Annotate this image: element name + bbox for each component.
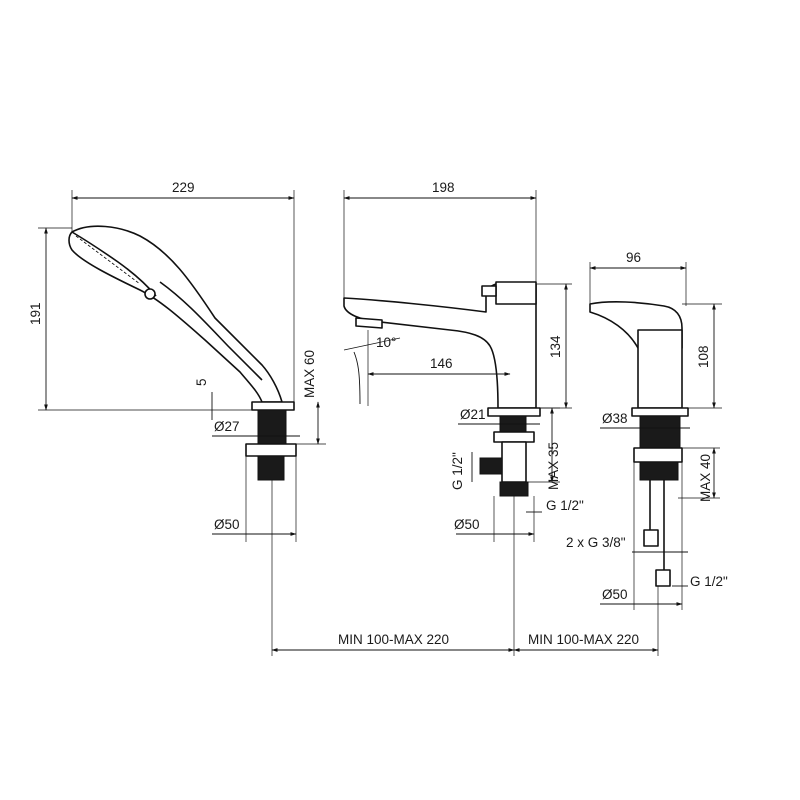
dim-g12-side-label: G 1/2" bbox=[450, 452, 465, 490]
mixer-thread bbox=[639, 461, 679, 481]
spout-side-connector bbox=[479, 457, 503, 475]
handshower-stem bbox=[257, 409, 287, 445]
spout-lever bbox=[495, 281, 537, 305]
handshower-nut bbox=[245, 443, 297, 457]
dim-d38-label: Ø38 bbox=[602, 411, 628, 426]
mixer-view bbox=[589, 301, 689, 587]
dim-max35-label: MAX 35 bbox=[546, 442, 561, 490]
dim-191-label: 191 bbox=[28, 302, 43, 325]
handshower-flange bbox=[251, 401, 295, 411]
dim-spacing-left-label: MIN 100-MAX 220 bbox=[338, 632, 449, 647]
dim-max60-label: MAX 60 bbox=[302, 350, 317, 398]
spout-nut bbox=[493, 431, 535, 443]
dim-d21-label: Ø21 bbox=[460, 407, 486, 422]
dim-2xg38-label: 2 x G 3/8" bbox=[566, 535, 626, 550]
spout-thread bbox=[499, 481, 529, 497]
dim-angle-arc bbox=[353, 351, 361, 405]
mixer-nut bbox=[633, 447, 683, 463]
handshower-view bbox=[68, 225, 297, 481]
dim-146-label: 146 bbox=[430, 356, 453, 371]
dim-d50-right-label: Ø50 bbox=[602, 587, 628, 602]
spout-view bbox=[343, 281, 541, 497]
dim-d50-mid-label: Ø50 bbox=[454, 517, 480, 532]
spout-lever-knob bbox=[481, 285, 497, 297]
handshower-thread bbox=[257, 455, 285, 481]
spout-outlet bbox=[355, 317, 383, 329]
mixer-stem bbox=[639, 415, 681, 449]
spacing-dimensions: MIN 100-MAX 220 MIN 100-MAX 220 bbox=[271, 632, 659, 652]
dim-g12-mixer-label: G 1/2" bbox=[690, 574, 728, 589]
mixer-dimensions: 96 108 Ø38 MAX 40 2 x G 3/8" G 1/2" Ø50 bbox=[566, 250, 728, 656]
handshower-dimensions: 229 191 5 MAX 60 Ø27 Ø50 bbox=[28, 180, 326, 656]
mixer-hose-fitting-2 bbox=[655, 569, 671, 587]
dim-d27-label: Ø27 bbox=[214, 419, 240, 434]
spout-tee bbox=[501, 441, 527, 483]
spout-flange bbox=[487, 407, 541, 417]
handshower-nozzles bbox=[75, 235, 141, 285]
dim-96-label: 96 bbox=[626, 250, 641, 265]
dim-d50-left-label: Ø50 bbox=[214, 517, 240, 532]
dim-134-label: 134 bbox=[548, 335, 563, 358]
dim-g12-bottom-label: G 1/2" bbox=[546, 498, 584, 513]
dim-198-label: 198 bbox=[432, 180, 455, 195]
handshower-lever bbox=[144, 288, 156, 300]
dim-229-label: 229 bbox=[172, 180, 195, 195]
dim-max40-label: MAX 40 bbox=[698, 454, 713, 502]
dim-5-label: 5 bbox=[194, 378, 209, 386]
mixer-hose-fitting-1 bbox=[643, 529, 659, 547]
dim-spacing-right-label: MIN 100-MAX 220 bbox=[528, 632, 639, 647]
spout-dimensions: 198 134 146 10° Ø21 MAX 35 G 1/2" G 1/2"… bbox=[343, 180, 584, 656]
dim-108-label: 108 bbox=[696, 345, 711, 368]
handshower-handle-line bbox=[159, 281, 263, 381]
mixer-body bbox=[637, 329, 683, 409]
mixer-flange bbox=[631, 407, 689, 417]
dim-angle-label: 10° bbox=[376, 335, 396, 350]
